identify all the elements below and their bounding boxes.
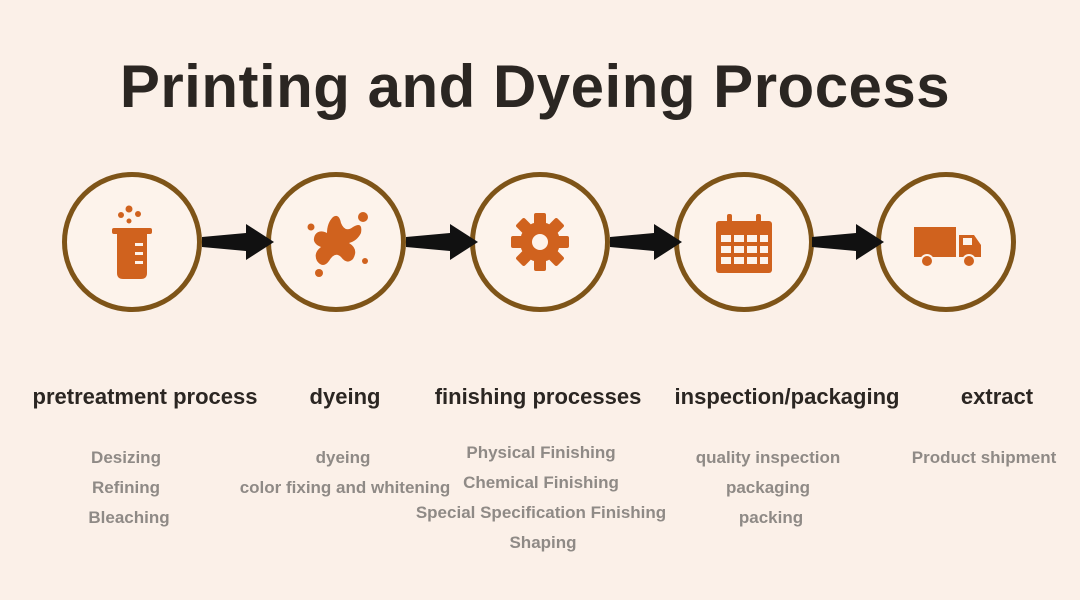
page-title: Printing and Dyeing Process: [119, 53, 951, 120]
step-circle-pretreatment: [62, 172, 202, 312]
detail-item: dyeing: [315, 448, 371, 467]
detail-item: Desizing: [91, 448, 161, 467]
detail-item: Refining: [92, 478, 160, 497]
arrow-right-icon: [812, 224, 884, 260]
step-title-dyeing: dyeing: [309, 384, 381, 409]
detail-item: quality inspection: [695, 448, 841, 467]
step-title-extract: extract: [960, 384, 1034, 409]
step-circle-extract: [876, 172, 1016, 312]
arrow-right-icon: [202, 224, 274, 260]
detail-item: Product shipment: [911, 448, 1057, 467]
detail-item: Special Specification Finishing: [415, 503, 667, 522]
arrow-right-icon: [406, 224, 478, 260]
step-circle-finishing: [470, 172, 610, 312]
step-circle-inspection: [674, 172, 814, 312]
arrow-right-icon: [610, 224, 682, 260]
truck-icon: [914, 227, 981, 268]
step-circle-dyeing: [266, 172, 406, 312]
detail-item: Physical Finishing: [466, 443, 616, 462]
step-title-inspection: inspection/packaging: [674, 384, 900, 409]
beaker-icon: [112, 205, 152, 279]
detail-item: packing: [738, 508, 804, 527]
paint-splash-icon: [307, 212, 368, 277]
step-title-pretreatment: pretreatment process: [32, 384, 258, 409]
detail-item: Shaping: [509, 533, 577, 552]
calendar-icon: [716, 214, 772, 273]
detail-item: Bleaching: [88, 508, 170, 527]
step-title-finishing: finishing processes: [434, 384, 642, 409]
detail-item: packaging: [725, 478, 811, 497]
gear-icon: [511, 213, 569, 271]
detail-item: color fixing and whitening: [239, 478, 451, 497]
detail-item: Chemical Finishing: [463, 473, 619, 492]
